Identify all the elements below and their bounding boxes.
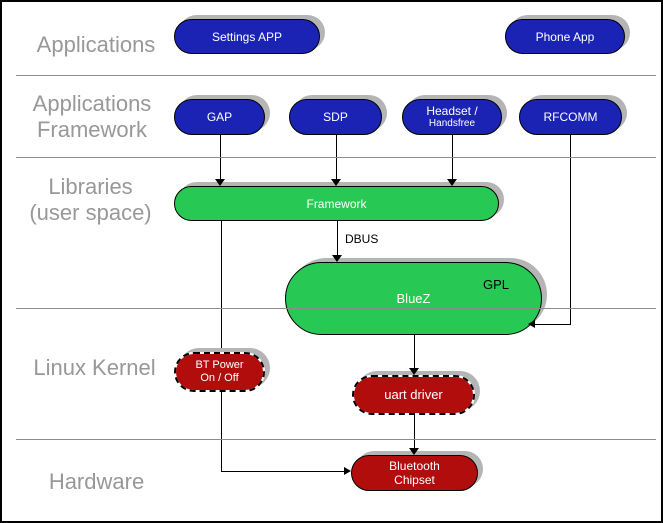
separator-kernel: [16, 439, 656, 440]
rfcomm-node: RFCOMM: [519, 99, 622, 135]
connector-gap-framework: [220, 135, 221, 186]
separator-applications: [16, 75, 656, 76]
connector-framework-bluez: [337, 221, 338, 262]
layer-label-applications: Applications: [16, 32, 176, 58]
gpl-badge: GPL: [482, 277, 509, 292]
framework-node: Framework: [174, 186, 499, 221]
uart-driver-label: uart driver: [384, 387, 443, 402]
layer-label-text: (user space): [29, 200, 152, 225]
connector-rfcomm-vertical: [570, 135, 571, 324]
arrowhead-framework-bluez: [332, 255, 342, 262]
bt-power-node: BT Power On / Off: [174, 352, 265, 392]
headset-label-line1: Headset /: [426, 104, 478, 118]
settings-app-label: Settings APP: [211, 29, 283, 44]
connector-framework-chipset-vertical: [221, 221, 222, 471]
bluez-node: BlueZ GPL: [285, 262, 542, 335]
settings-app-node: Settings APP: [174, 19, 320, 54]
connector-rfcomm-horizontal: [535, 324, 571, 325]
arrowhead-sdp-framework: [331, 179, 341, 186]
arrowhead-uart-chipset: [409, 448, 419, 455]
arrowhead-bluez-uart: [409, 368, 419, 375]
layer-label-text: Applications: [36, 32, 156, 57]
connector-uart-chipset: [414, 415, 415, 455]
connector-bluez-uart: [414, 335, 415, 375]
sdp-node: SDP: [289, 99, 382, 135]
layer-label-text: Linux Kernel: [33, 355, 156, 380]
arrowhead-headset-framework: [447, 179, 457, 186]
layer-label-applications-framework: Applications Framework: [12, 91, 172, 143]
arrowhead-rfcomm-bluez: [528, 320, 535, 328]
uart-driver-node: uart driver: [352, 375, 475, 415]
connector-sdp-framework: [336, 135, 337, 186]
headset-label-line2: Handsfree: [428, 118, 476, 129]
layer-label-text: Libraries: [48, 174, 133, 199]
layer-label-text: Applications: [32, 91, 152, 116]
dbus-edge-label: DBUS: [345, 232, 379, 246]
layer-label-linux-kernel: Linux Kernel: [12, 355, 177, 381]
separator-framework: [16, 157, 656, 158]
connector-headset-framework: [452, 135, 453, 186]
framework-label: Framework: [306, 196, 367, 211]
phone-app-label: Phone App: [535, 29, 595, 44]
chipset-label-line1: Bluetooth: [389, 459, 440, 473]
separator-libraries: [16, 308, 656, 309]
gap-node: GAP: [174, 99, 265, 135]
phone-app-node: Phone App: [505, 19, 625, 54]
connector-framework-chipset-horizontal: [221, 471, 345, 472]
rfcomm-label: RFCOMM: [543, 110, 598, 124]
bt-power-label-line1: BT Power: [195, 359, 244, 371]
bluetooth-chipset-node: Bluetooth Chipset: [351, 455, 478, 491]
gap-label: GAP: [206, 110, 233, 124]
layer-label-libraries: Libraries (user space): [8, 174, 173, 226]
headset-handsfree-node: Headset / Handsfree: [402, 99, 502, 135]
sdp-label: SDP: [323, 110, 348, 124]
arrowhead-framework-chipset: [344, 467, 351, 475]
layer-label-text: Hardware: [48, 469, 145, 494]
bluez-label: BlueZ: [396, 290, 431, 306]
chipset-label-line2: Chipset: [394, 473, 435, 487]
bt-power-label-line2: On / Off: [200, 372, 239, 384]
arrowhead-gap-framework: [215, 179, 225, 186]
layer-label-text: Framework: [36, 117, 147, 142]
layer-label-hardware: Hardware: [14, 469, 179, 495]
